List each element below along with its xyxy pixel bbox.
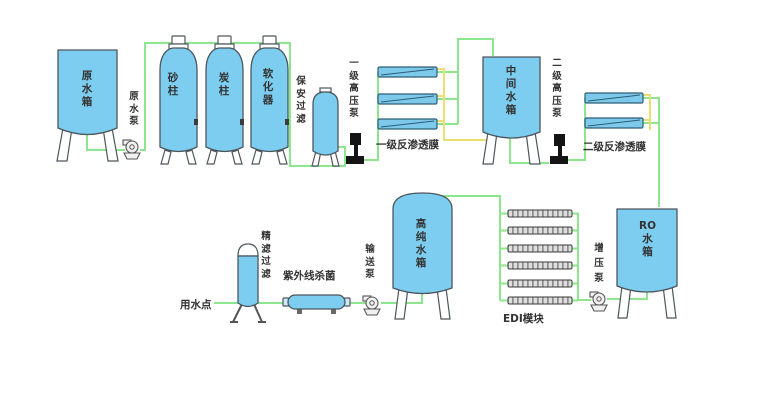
booster-pump-icon bbox=[589, 291, 608, 312]
uv-sterilizer-label: 紫外线杀菌 bbox=[283, 270, 336, 282]
stage1-hp-pump-icon bbox=[346, 133, 364, 164]
stage2-hp-pump-icon bbox=[550, 134, 568, 164]
carbon-column-vessel bbox=[205, 35, 245, 165]
sand-column-label: 砂 柱 bbox=[167, 72, 179, 97]
security-filter-label: 保 安 过 滤 bbox=[296, 76, 306, 125]
raw-water-pump-icon bbox=[122, 139, 141, 160]
ro-water-tank bbox=[616, 208, 678, 319]
softener-label: 软 化 器 bbox=[262, 68, 274, 106]
ro-tank-label: RO 水 箱 bbox=[639, 220, 657, 258]
stage1-ro-membranes bbox=[377, 66, 438, 130]
security-filter-vessel bbox=[311, 87, 340, 167]
transfer-pump-label: 输 送 泵 bbox=[365, 244, 375, 280]
intermediate-tank bbox=[482, 56, 541, 165]
stage2-ro-membranes bbox=[584, 92, 644, 129]
stage2-hp-pump-label: 二 级 高 压 泵 bbox=[552, 58, 562, 119]
uv-sterilizer-vessel bbox=[282, 294, 351, 314]
intermediate-tank-label: 中 间 水 箱 bbox=[505, 65, 517, 116]
raw-water-tank bbox=[56, 49, 119, 162]
fine-filter-label: 精 滤 过 滤 bbox=[261, 231, 271, 280]
sand-column-vessel bbox=[159, 35, 199, 165]
stage1-hp-pump-label: 一 级 高 压 泵 bbox=[349, 58, 359, 119]
booster-pump-label: 增 压 泵 bbox=[594, 243, 604, 284]
carbon-column-label: 炭 柱 bbox=[218, 72, 230, 97]
stage1-ro-membrane-label: 一级反渗透膜 bbox=[376, 139, 439, 151]
water-use-point-label: 用水点 bbox=[180, 299, 212, 311]
edi-module bbox=[507, 209, 573, 305]
transfer-pump-icon bbox=[362, 295, 381, 316]
pipes-concentrate bbox=[437, 68, 651, 155]
edi-module-label: EDI模块 bbox=[503, 313, 544, 325]
raw-water-pump-label: 原 水 泵 bbox=[129, 91, 139, 127]
stage2-ro-membrane-label: 二级反渗透膜 bbox=[583, 141, 646, 153]
raw-water-tank-label: 原 水 箱 bbox=[81, 70, 93, 108]
high-purity-tank-label: 高 纯 水 箱 bbox=[415, 218, 427, 269]
high-purity-tank bbox=[392, 192, 453, 320]
fine-filter-vessel bbox=[230, 243, 266, 323]
